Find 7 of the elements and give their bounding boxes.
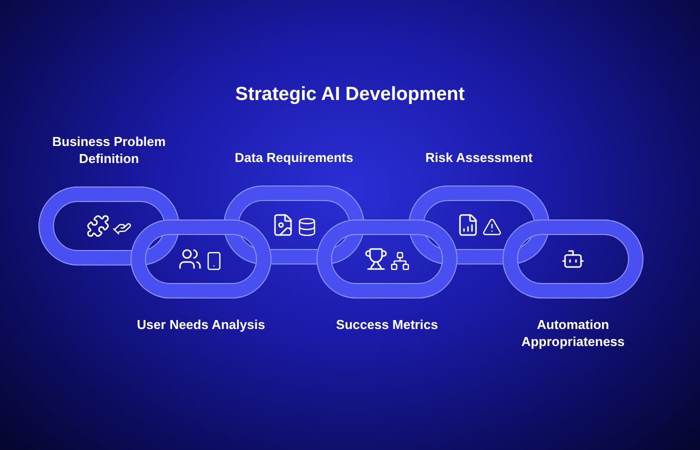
step-label: Data Requirements <box>234 150 354 167</box>
title: Strategic AI Development <box>234 84 466 106</box>
step-label: Success Metrics <box>335 317 439 334</box>
step-label: Automation Appropriateness <box>520 317 626 351</box>
step-label: Risk Assessment <box>424 150 534 167</box>
step-label: Business Problem Definition <box>51 134 167 168</box>
step-label: User Needs Analysis <box>136 317 266 334</box>
